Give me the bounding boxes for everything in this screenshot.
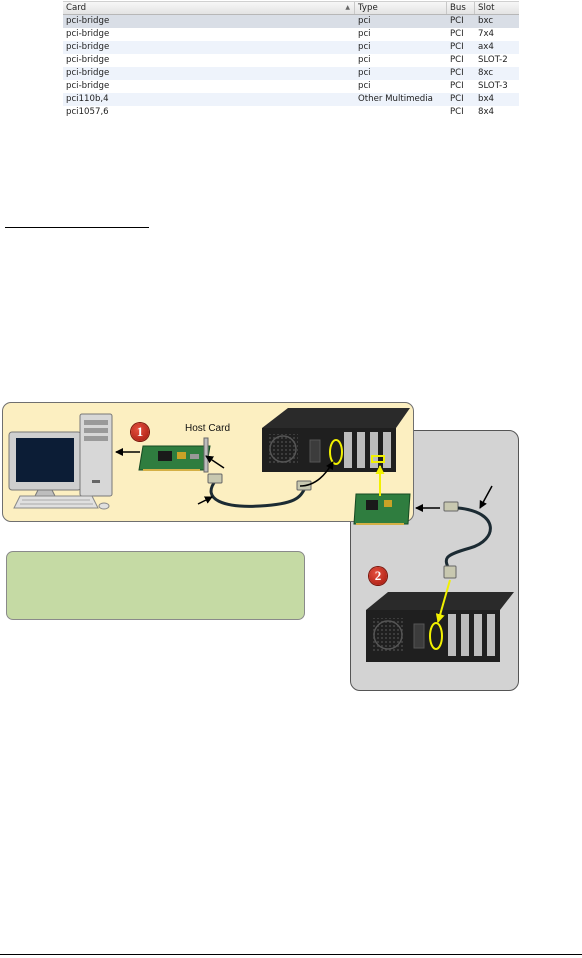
expansion-chassis-icon xyxy=(366,592,514,662)
computer-tower-icon xyxy=(79,413,113,497)
cell-card: pci-bridge xyxy=(66,81,110,91)
column-header-type[interactable]: Type xyxy=(355,2,447,14)
table-header: Card ▲ Type Bus Slot xyxy=(63,1,519,15)
table-row[interactable]: pci-bridge pci PCI 7x4 xyxy=(63,28,519,41)
sort-ascending-icon[interactable]: ▲ xyxy=(345,4,350,11)
cell-card: pci110b,4 xyxy=(66,94,109,104)
arrow-icon xyxy=(299,461,334,487)
cell-card: pci-bridge xyxy=(66,42,110,52)
table-row[interactable]: pci1057,6 PCI 8x4 xyxy=(63,106,519,119)
table-body: pci-bridge pci PCI bxc pci-bridge pci PC… xyxy=(63,15,519,119)
footer-rule xyxy=(0,954,582,955)
table-row[interactable]: pci-bridge pci PCI 8xc xyxy=(63,67,519,80)
cell-card: pci1057,6 xyxy=(66,107,109,117)
cell-type: pci xyxy=(358,42,371,52)
cell-type: Other Multimedia xyxy=(358,94,433,104)
monitor-icon xyxy=(8,431,82,499)
cell-card: pci-bridge xyxy=(66,16,110,26)
cell-card: pci-bridge xyxy=(66,55,110,65)
cable-icon xyxy=(207,473,312,508)
cell-slot: 8x4 xyxy=(478,107,495,117)
arrow-icon xyxy=(479,485,493,509)
host-card-label: Host Card xyxy=(185,423,231,434)
table-row[interactable]: pci110b,4 Other Multimedia PCI bx4 xyxy=(63,93,519,106)
device-table: Card ▲ Type Bus Slot pci-bridge pci PCI … xyxy=(63,1,519,119)
step-1-callout: 1 xyxy=(131,423,149,441)
cell-slot: bxc xyxy=(478,16,494,26)
cell-bus: PCI xyxy=(450,16,464,26)
cell-slot: SLOT-2 xyxy=(478,55,508,65)
expansion-chassis-icon xyxy=(262,408,410,472)
cell-type: pci xyxy=(358,81,371,91)
cell-type: pci xyxy=(358,68,371,78)
cell-slot: ax4 xyxy=(478,42,494,52)
expansion-card-icon xyxy=(353,493,411,525)
cell-slot: 7x4 xyxy=(478,29,495,39)
host-card-icon xyxy=(138,437,211,473)
cable-icon xyxy=(443,501,492,579)
cell-type: pci xyxy=(358,29,371,39)
table-row[interactable]: pci-bridge pci PCI SLOT-2 xyxy=(63,54,519,67)
cell-card: pci-bridge xyxy=(66,68,110,78)
cell-card: pci-bridge xyxy=(66,29,110,39)
cell-slot: bx4 xyxy=(478,94,495,104)
cell-slot: SLOT-3 xyxy=(478,81,508,91)
keyboard-icon xyxy=(13,495,99,509)
arrow-icon xyxy=(197,496,213,505)
table-row[interactable]: pci-bridge pci PCI ax4 xyxy=(63,41,519,54)
cell-bus: PCI xyxy=(450,81,464,91)
column-header-slot[interactable]: Slot xyxy=(478,3,495,13)
arrow-icon xyxy=(205,455,225,469)
table-row[interactable]: pci-bridge pci PCI SLOT-3 xyxy=(63,80,519,93)
cell-type: pci xyxy=(358,16,371,26)
cell-bus: PCI xyxy=(450,107,464,117)
cell-bus: PCI xyxy=(450,94,464,104)
yellow-arrow-icon xyxy=(435,579,451,623)
cell-type: pci xyxy=(358,55,371,65)
note-box xyxy=(6,551,305,620)
cell-bus: PCI xyxy=(450,29,464,39)
section-heading-underline xyxy=(5,227,149,228)
cell-bus: PCI xyxy=(450,42,464,52)
step-2-callout: 2 xyxy=(369,567,387,585)
column-header-bus[interactable]: Bus xyxy=(447,2,475,14)
cell-slot: 8xc xyxy=(478,68,494,78)
cell-bus: PCI xyxy=(450,68,464,78)
mouse-icon xyxy=(98,502,110,510)
cell-bus: PCI xyxy=(450,55,464,65)
column-header-card[interactable]: Card ▲ xyxy=(63,2,355,14)
table-row[interactable]: pci-bridge pci PCI bxc xyxy=(63,15,519,28)
